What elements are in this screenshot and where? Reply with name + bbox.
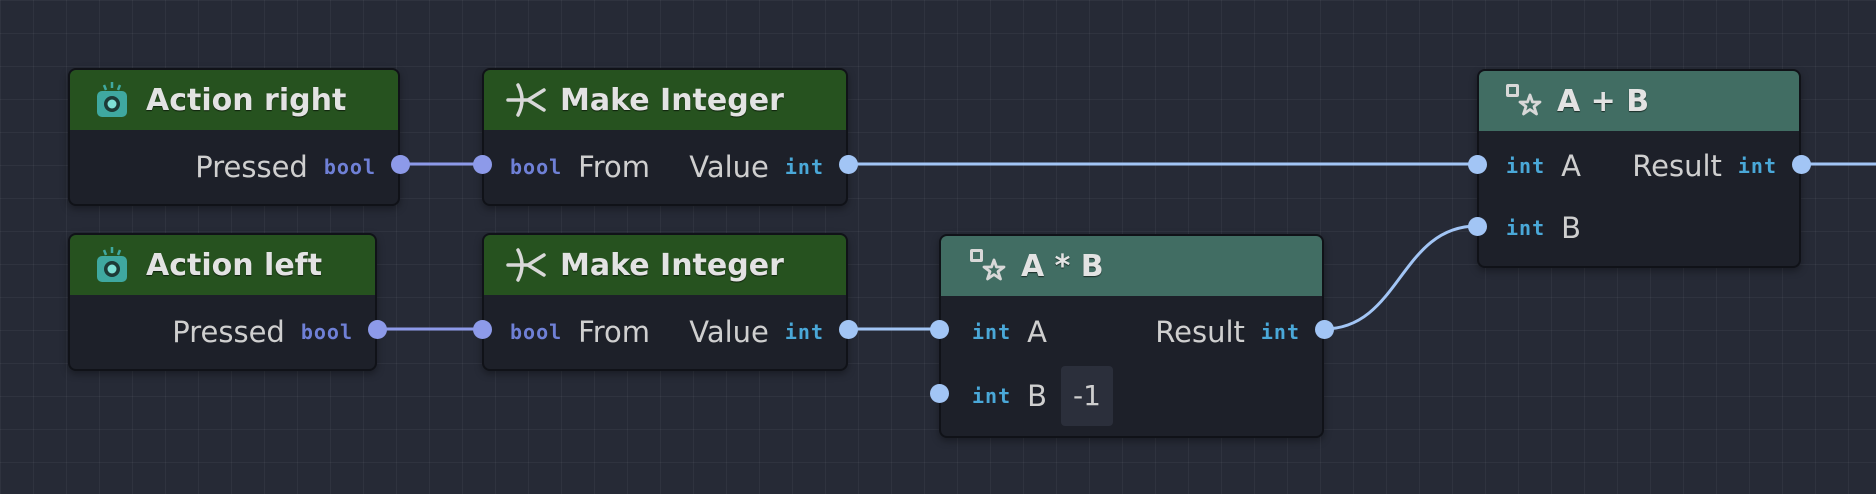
output-row: Result int bbox=[1479, 146, 1777, 186]
output-label: Value bbox=[689, 150, 769, 184]
int-type-label: int bbox=[1737, 154, 1777, 178]
node-header[interactable]: A + B bbox=[1479, 71, 1799, 131]
node-title: Make Integer bbox=[560, 82, 784, 118]
make-integer-node[interactable]: Make Integer bool From Value int bbox=[482, 233, 848, 371]
bool-type-label: bool bbox=[323, 155, 376, 179]
input-label: From bbox=[578, 315, 651, 349]
result-output-port[interactable] bbox=[1314, 319, 1334, 339]
a-input-port[interactable] bbox=[1467, 154, 1487, 174]
result-output-port[interactable] bbox=[1791, 154, 1811, 174]
bool-type-label: bool bbox=[300, 320, 353, 344]
input-label: From bbox=[578, 150, 651, 184]
output-row: Pressed bool bbox=[70, 147, 376, 187]
b-input-port[interactable] bbox=[929, 383, 949, 403]
int-type-label: int bbox=[784, 320, 824, 344]
input-label: B bbox=[1027, 379, 1048, 413]
input-label: A bbox=[1561, 149, 1581, 183]
node-title: Make Integer bbox=[560, 247, 784, 283]
node-header[interactable]: Make Integer bbox=[484, 70, 846, 130]
node-title: A + B bbox=[1557, 83, 1650, 119]
int-type-label: int bbox=[1260, 320, 1300, 344]
output-label: Pressed bbox=[195, 150, 308, 184]
from-input-port[interactable] bbox=[472, 154, 492, 174]
int-type-label: int bbox=[1506, 216, 1546, 240]
output-row: Value int bbox=[484, 312, 824, 352]
output-label: Result bbox=[1632, 149, 1722, 183]
input-label: A bbox=[1027, 315, 1047, 349]
bool-type-label: bool bbox=[510, 155, 563, 179]
action-left-node[interactable]: Action left Pressed bool bbox=[68, 233, 377, 371]
node-header[interactable]: Action left bbox=[70, 235, 375, 295]
bool-type-label: bool bbox=[510, 320, 563, 344]
make-integer-icon bbox=[506, 83, 546, 117]
node-title: A * B bbox=[1021, 248, 1104, 284]
output-label: Result bbox=[1155, 315, 1245, 349]
node-header[interactable]: Make Integer bbox=[484, 235, 846, 295]
node-header[interactable]: A * B bbox=[941, 236, 1322, 296]
action-right-node[interactable]: Action right Pressed bool bbox=[68, 68, 400, 206]
output-row: Result int bbox=[941, 312, 1300, 352]
output-row: Pressed bool bbox=[70, 312, 353, 352]
output-label: Pressed bbox=[172, 315, 285, 349]
from-input-port[interactable] bbox=[472, 319, 492, 339]
pressed-output-port[interactable] bbox=[390, 154, 410, 174]
input-a-row: int A bbox=[972, 312, 1047, 352]
math-operator-icon bbox=[970, 249, 1006, 281]
node-header[interactable]: Action right bbox=[70, 70, 398, 130]
input-b-row: int B bbox=[1506, 208, 1581, 248]
a-input-port[interactable] bbox=[929, 319, 949, 339]
make-integer-icon bbox=[506, 248, 546, 282]
value-output-port[interactable] bbox=[838, 154, 858, 174]
output-row: Value int bbox=[484, 147, 824, 187]
int-type-label: int bbox=[784, 155, 824, 179]
int-type-label: int bbox=[1506, 154, 1546, 178]
action-icon bbox=[97, 247, 127, 282]
node-title: Action left bbox=[146, 247, 323, 283]
pressed-output-port[interactable] bbox=[367, 319, 387, 339]
add-node[interactable]: A + B int A Result int int B bbox=[1477, 69, 1801, 268]
input-row: bool From bbox=[510, 147, 650, 187]
int-type-label: int bbox=[972, 384, 1012, 408]
int-type-label: int bbox=[972, 320, 1012, 344]
value-output-port[interactable] bbox=[838, 319, 858, 339]
input-a-row: int A bbox=[1506, 146, 1581, 186]
make-integer-node[interactable]: Make Integer bool From Value int bbox=[482, 68, 848, 206]
input-label: B bbox=[1561, 211, 1582, 245]
output-label: Value bbox=[689, 315, 769, 349]
input-b-row: int B -1 bbox=[972, 366, 1113, 426]
node-title: Action right bbox=[146, 82, 347, 118]
wire-multiply-result-to-add-b bbox=[1323, 224, 1478, 331]
input-row: bool From bbox=[510, 312, 650, 352]
multiply-node[interactable]: A * B int A Result int int B -1 bbox=[939, 234, 1324, 438]
b-value-input[interactable]: -1 bbox=[1061, 366, 1113, 426]
action-icon bbox=[97, 82, 127, 117]
math-operator-icon bbox=[1506, 84, 1542, 116]
b-input-port[interactable] bbox=[1467, 216, 1487, 236]
